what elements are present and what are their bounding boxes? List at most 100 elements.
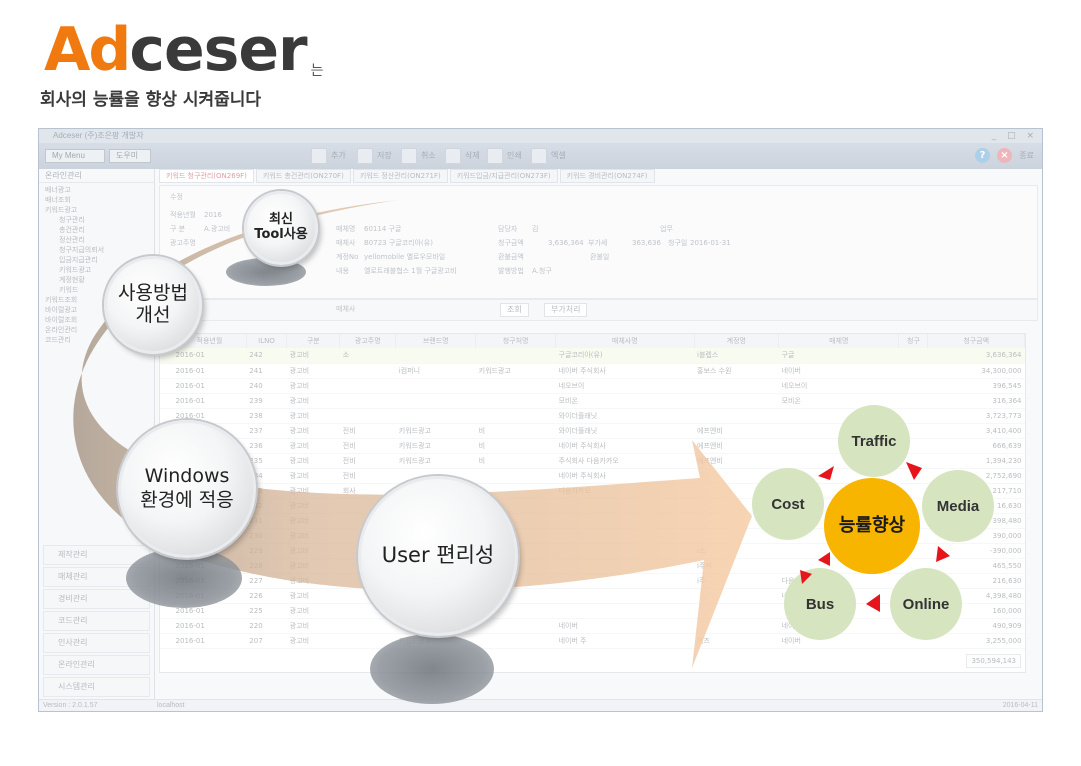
vat-field[interactable]: 363,636 (632, 239, 661, 247)
tree-item[interactable]: 청구관리 (59, 216, 85, 224)
my-menu-button[interactable]: My Menu (45, 149, 105, 163)
table-cell (395, 588, 476, 604)
charge-field[interactable]: 3,636,364 (548, 239, 584, 247)
close-icon[interactable]: × (997, 148, 1012, 163)
toolbar-add-button[interactable]: 추가 (311, 146, 346, 166)
gu-field[interactable]: A.광고비 (204, 225, 231, 233)
grid-column-header[interactable]: 광고주명 (339, 334, 397, 348)
account-field[interactable]: yellomobile 옐로우모바일 (364, 253, 446, 261)
pay-field[interactable]: A.청구 (532, 267, 552, 275)
grid-column-header[interactable]: S (160, 334, 174, 348)
help-menu-button[interactable]: 도우미 (109, 149, 151, 163)
tree-item[interactable]: 키워드광고 (59, 266, 92, 274)
media-field[interactable]: 60114 구글 (364, 225, 402, 233)
grid-column-header[interactable]: ILNO (246, 334, 288, 348)
search-button[interactable]: 조회 (500, 303, 529, 317)
table-cell: 396,545 (927, 378, 1025, 394)
grid-column-header[interactable]: 브랜드명 (395, 334, 477, 348)
tree-item[interactable]: 배너광고 (45, 186, 71, 194)
extra-process-button[interactable]: 부가처리 (544, 303, 588, 317)
manager-field[interactable]: 김 (532, 225, 539, 233)
tree-item[interactable]: 청구지급의뢰서 (59, 246, 105, 254)
tree-item[interactable]: 총건관리 (59, 226, 85, 234)
grid-column-header[interactable]: 적용년월 (172, 334, 247, 348)
grid-column-header[interactable]: 계정명 (694, 334, 780, 348)
close-label[interactable]: 종료 (1019, 151, 1034, 160)
sidebar-module-button[interactable]: 매체관리 (43, 567, 150, 587)
grid-column-header[interactable]: 구분 (286, 334, 341, 348)
document-tab[interactable]: 키워드 청구관리(ON269F) (159, 169, 254, 183)
document-tab[interactable]: 키워드 총건관리(ON270F) (255, 169, 351, 183)
tree-item[interactable]: 계정현황 (59, 276, 85, 284)
grid-column-header[interactable]: 청구금액 (927, 334, 1025, 348)
table-cell: 228 (246, 558, 287, 574)
manager-label: 담당자 (498, 225, 518, 233)
grid-column-header[interactable]: 청구처명 (475, 334, 557, 348)
table-cell (160, 363, 173, 379)
document-tab[interactable]: 키워드 경비관리(ON274F) (559, 169, 655, 183)
toolbar-cancel-button[interactable]: 취소 (401, 146, 436, 166)
tree-item[interactable]: 온라인관리 (45, 326, 78, 334)
memo-field[interactable]: 옐로트래블협스 1월 구글광고비 (364, 267, 457, 275)
table-cell (898, 363, 928, 379)
table-cell (395, 573, 476, 589)
toolbar-print-button[interactable]: 인쇄 (487, 146, 522, 166)
toolbar-delete-button[interactable]: 삭제 (445, 146, 480, 166)
window-controls[interactable]: _ □ × (991, 131, 1038, 141)
grid-column-header[interactable]: 매체사명 (555, 334, 695, 348)
document-tab[interactable]: 키워드 정산관리(ON271F) (352, 169, 448, 183)
document-tab[interactable]: 키워드입금/지급관리(ON273F) (449, 169, 558, 183)
grid-column-header[interactable]: 청구 (898, 334, 929, 348)
tree-item[interactable]: 입금지급관리 (59, 256, 98, 264)
toolbar-excel-button[interactable]: 엑셀 (531, 146, 566, 166)
filter-media-label: 매체사 (336, 305, 356, 313)
return-label: 환불금액 (498, 253, 524, 261)
year-field[interactable]: 2016 (204, 211, 222, 219)
tree-item[interactable]: 키워드광고 (45, 206, 78, 214)
tree-item[interactable]: 바이럴광고 (45, 306, 78, 314)
vendor-field[interactable]: B0723 구글코리아(유) (364, 239, 433, 247)
toolbar-save-button[interactable]: 저장 (357, 146, 392, 166)
tree-item[interactable]: 코드관리 (45, 336, 71, 344)
tree-item[interactable]: 키워드 (59, 286, 79, 294)
table-cell: 240 (246, 378, 287, 394)
tree-item[interactable]: 키워드조회 (45, 296, 78, 304)
sidebar-module-button[interactable]: 인사관리 (43, 633, 150, 653)
table-cell: 광고비 (286, 558, 340, 574)
tree-item[interactable]: 정산관리 (59, 236, 85, 244)
sidebar-module-button[interactable]: 코드관리 (43, 611, 150, 631)
document-tabs: 키워드 청구관리(ON269F)키워드 총건관리(ON270F)키워드 정산관리… (159, 169, 1040, 183)
sidebar-module-button[interactable]: 온라인관리 (43, 655, 150, 675)
sidebar-module-button[interactable]: 경비관리 (43, 589, 150, 609)
tree-item[interactable]: 바이럴조회 (45, 316, 78, 324)
table-cell: i컴퍼니 (395, 363, 476, 379)
table-cell (339, 573, 396, 589)
sidebar-module-button[interactable]: 제작관리 (43, 545, 150, 565)
sidebar-module-button[interactable]: 시스템관리 (43, 677, 150, 697)
chargedate-field[interactable]: 2016-01-31 (690, 239, 731, 247)
grid-column-header[interactable]: 매체명 (778, 334, 900, 348)
table-cell: 네이버 (778, 633, 899, 649)
help-icon[interactable]: ? (975, 148, 990, 163)
tree-item[interactable]: 배너조회 (45, 196, 71, 204)
